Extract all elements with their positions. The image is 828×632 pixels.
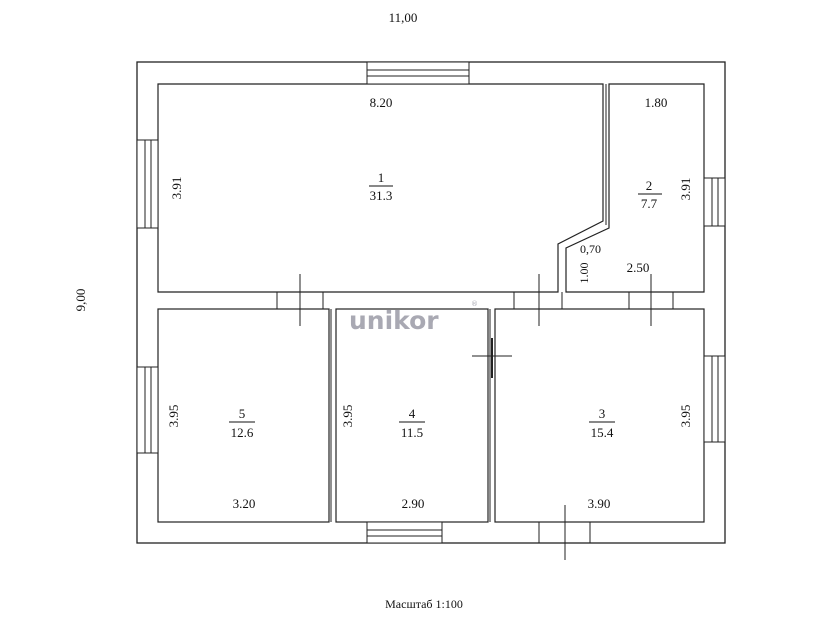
room-5-area: 12.6 (231, 425, 254, 440)
room-3-width-label: 3.90 (588, 496, 611, 511)
unikor-logo: unikor ® (349, 300, 478, 335)
overall-height-label: 9,00 (73, 289, 88, 312)
room-1-outline (157, 83, 604, 293)
room-2-area: 7.7 (641, 196, 658, 211)
room-4-number: 4 (409, 406, 416, 421)
room-5-height-label: 3.95 (166, 405, 181, 428)
window-left-upper (136, 139, 159, 229)
room-4-area: 11.5 (401, 425, 423, 440)
room-4-width-label: 2.90 (402, 496, 425, 511)
room-1-height-label: 3.91 (169, 177, 184, 200)
room-2-height-label: 3.91 (678, 178, 693, 201)
room-1-number: 1 (378, 170, 385, 185)
scale-label: Масштаб 1:100 (385, 597, 463, 611)
window-bottom (366, 521, 443, 544)
registered-mark-icon: ® (471, 300, 478, 308)
room-2-number: 2 (646, 178, 653, 193)
room-3-number: 3 (599, 406, 606, 421)
room-5-number: 5 (239, 406, 246, 421)
overall-width-label: 11,00 (389, 10, 418, 25)
room-3-height-label: 3.95 (678, 405, 693, 428)
outer-wall (136, 61, 726, 544)
window-left-lower (136, 366, 159, 454)
window-right-upper (703, 177, 726, 227)
room-4-height-label: 3.95 (340, 405, 355, 428)
room-2-width-label: 1.80 (645, 95, 668, 110)
niche-width-label: 0,70 (580, 242, 601, 256)
window-right-lower (703, 355, 726, 443)
room-2-outline (565, 83, 705, 293)
room-3-area: 15.4 (591, 425, 614, 440)
room-5-width-label: 3.20 (233, 496, 256, 511)
unikor-logo-text: unikor (349, 306, 439, 335)
niche-depth-label: 1.00 (577, 263, 591, 284)
door-openings (276, 274, 674, 560)
room-1-width-label: 8.20 (370, 95, 393, 110)
room-2-opening-label: 2.50 (627, 260, 650, 275)
window-top (366, 61, 470, 85)
room-1-area: 31.3 (370, 188, 393, 203)
